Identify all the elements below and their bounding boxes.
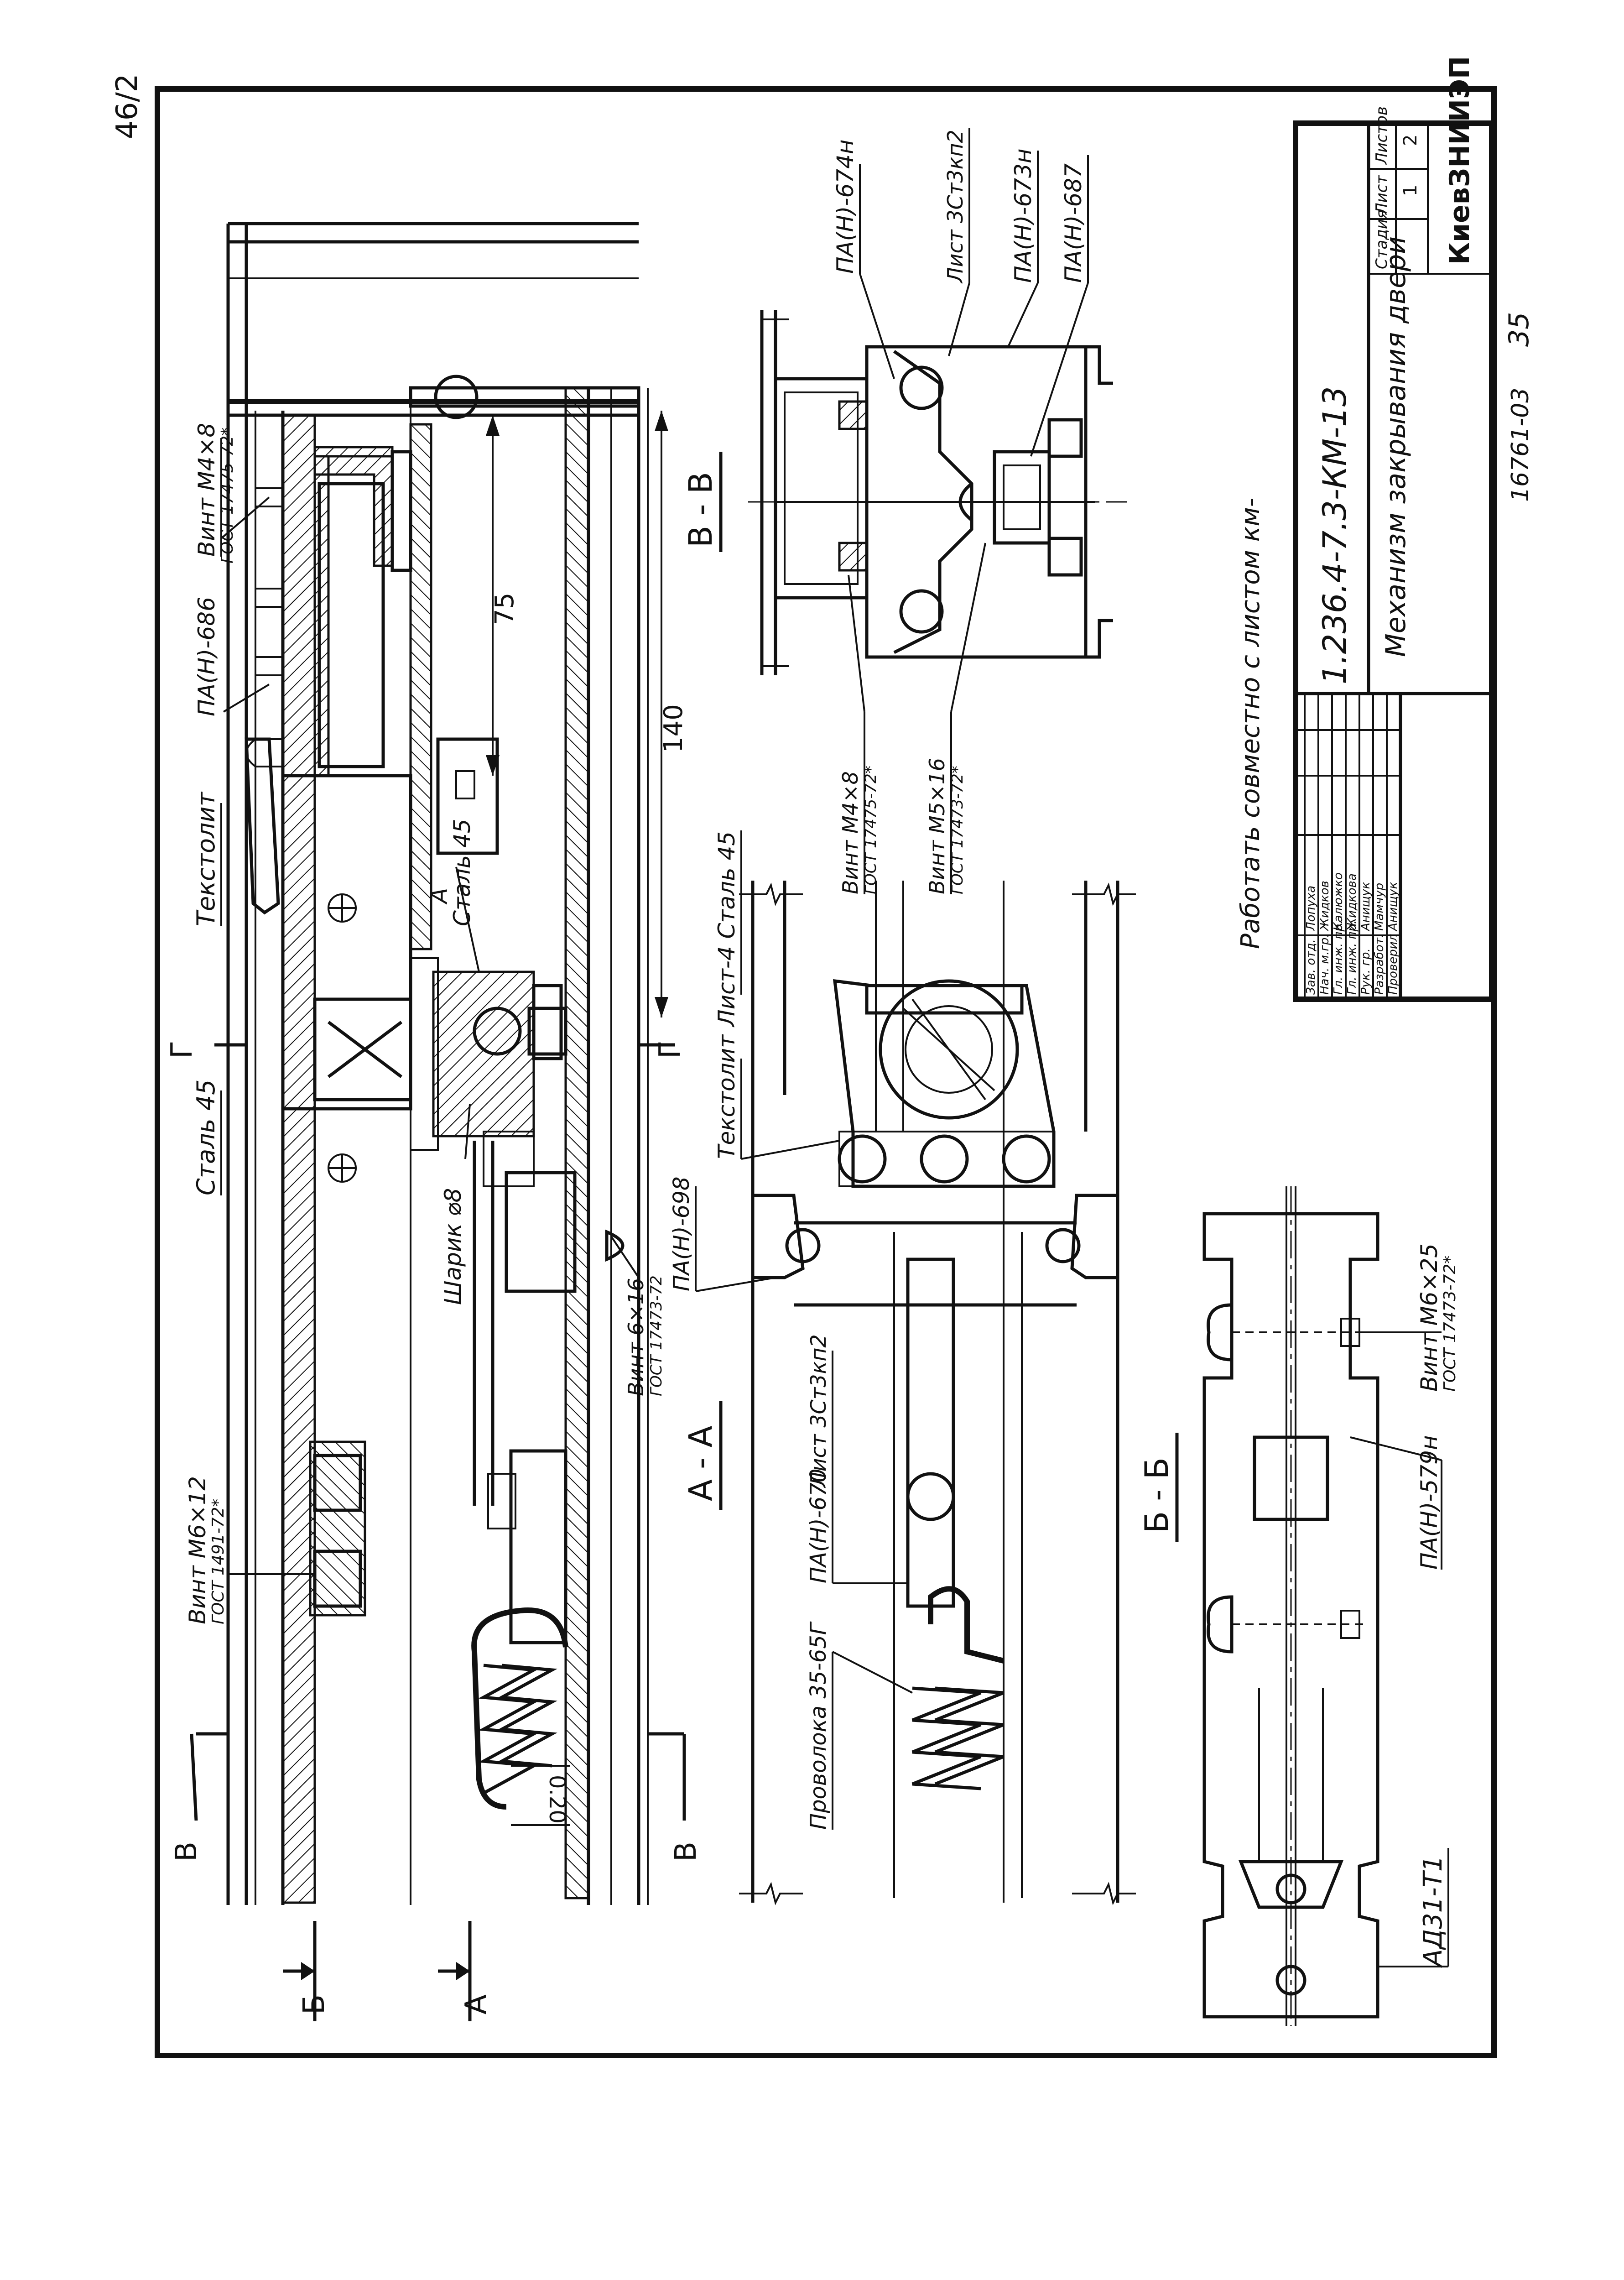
label-list4-stal45: Лист-4 Сталь 45 — [713, 831, 740, 1028]
svg-text:Мамчур: Мамчур — [1373, 883, 1386, 931]
svg-text:Б: Б — [297, 1994, 331, 2014]
svg-text:Зав. отд.: Зав. отд. — [1304, 939, 1318, 995]
label-tekstolit-2: Текстолит — [713, 1034, 740, 1159]
section-bb-title: Б - Б — [1138, 1457, 1176, 1533]
tb-doc-title: Механизм закрывания двери — [1380, 236, 1412, 657]
tb-col-sheets: Листов — [1373, 106, 1391, 165]
svg-text:В: В — [170, 1842, 203, 1862]
tb-doc-code: 1.236.4-7.3-КМ-13 — [1316, 386, 1353, 684]
label-pa-674: ПА(Н)-674н — [832, 139, 859, 274]
svg-text:Анищук: Анищук — [1386, 882, 1400, 932]
dim-020: 0.20 — [544, 1775, 570, 1824]
tb-org: КиевЗНИИЭП — [1444, 56, 1476, 265]
sheet-frame — [155, 86, 1497, 2058]
svg-text:Жидкова: Жидкова — [1345, 873, 1359, 932]
svg-text:Г: Г — [653, 1041, 687, 1059]
label-vint-m4x8-v: Винт М4×8 — [838, 771, 863, 894]
svg-text:Гл. инж. пр.: Гл. инж. пр. — [1332, 920, 1345, 995]
label-provoloka: Проволока 35-65Г — [806, 1621, 831, 1830]
svg-text:Нач. м.гр.: Нач. м.гр. — [1318, 934, 1332, 995]
page-mark: 46/2 — [110, 73, 144, 139]
link-detail: Винт М6×25 ГОСТ 17473-72* ПА(Н)-579н АД3… — [1202, 1186, 1459, 2026]
label-vint-6x16: Винт 6×16 — [624, 1278, 648, 1396]
tb-col-sheet: Лист — [1373, 175, 1391, 215]
svg-text:Жидков: Жидков — [1318, 881, 1332, 932]
dim-140: 140 — [659, 704, 688, 753]
dim-75: 75 — [490, 593, 520, 625]
section-vv-title: В - В — [682, 472, 719, 548]
svg-text:Анищук: Анищук — [1359, 882, 1373, 932]
svg-text:В: В — [669, 1842, 703, 1862]
svg-text:Лопуха: Лопуха — [1304, 886, 1318, 931]
label-stal45-1: Сталь 45 — [192, 1080, 220, 1195]
section-aa-title: А - А — [682, 1425, 719, 1501]
section-bb: Б - Б Лист-4 Сталь 45 Текстолит ПА(Н)-69… — [669, 830, 1179, 1905]
svg-text:ГОСТ 17473-72: ГОСТ 17473-72 — [647, 1275, 666, 1396]
label-list3: Лист 3Ст3кп2 — [806, 1334, 831, 1488]
label-ad31: АД31-Т1 — [1418, 1856, 1448, 1968]
svg-text:Сталь 45: Сталь 45 — [449, 819, 475, 926]
svg-text:Рук. гр.: Рук. гр. — [1359, 948, 1373, 995]
label-tekstolit-1: Текстолит — [192, 791, 220, 926]
side-note: Работать совместно с листом км- — [1236, 498, 1265, 949]
tb-val-sheet: 1 — [1400, 185, 1421, 196]
title-block: Стадия Лист Листов 1 2 КиевЗНИИЭП 1.236.… — [1293, 56, 1494, 1002]
svg-text:Г: Г — [165, 1041, 199, 1059]
label-sharik: Шарик ⌀8 — [440, 1188, 466, 1305]
svg-text:Разработ.: Разработ. — [1373, 934, 1386, 995]
label-vint-m6x25: Винт М6×25 — [1416, 1243, 1442, 1392]
svg-text:ГОСТ 17473-72*: ГОСТ 17473-72* — [1441, 1256, 1459, 1392]
label-vint-m6x12: Винт М6×12 — [184, 1476, 211, 1624]
svg-text:А: А — [459, 1994, 493, 2014]
label-pa-670: ПА(Н)-670 — [806, 1469, 831, 1583]
section-aa: Б А В В Г Г 75 140 0.20 А - А Винт М4×8 … — [165, 222, 723, 2021]
bottom-number: 16761-03 — [1507, 388, 1534, 502]
label-pa-687: ПА(Н)-687 — [1060, 163, 1087, 283]
bottom-page: 35 — [1503, 312, 1535, 347]
tb-col-stage: Стадия — [1373, 210, 1391, 269]
svg-text:Проверил: Проверил — [1386, 934, 1400, 995]
label-pa-686: ПА(Н)-686 — [193, 597, 220, 716]
label-vint-m4x8-top: Винт М4×8 — [193, 423, 220, 557]
svg-text:Гл. инж. пр.: Гл. инж. пр. — [1345, 920, 1359, 995]
label-pa-673: ПА(Н)-673н — [1010, 148, 1036, 283]
label-list3-v: Лист 3Ст3кп2 — [943, 130, 968, 284]
svg-text:Калюжко: Калюжко — [1332, 872, 1345, 931]
section-vv: В - В ПА(Н)-674н Лист 3Ст3кп2 ПА(Н)-673н… — [682, 128, 1127, 894]
label-a-stal45: А — [426, 888, 453, 905]
tb-val-sheets: 2 — [1400, 135, 1421, 146]
label-pa-698: ПА(Н)-698 — [669, 1177, 694, 1291]
svg-text:ГОСТ 1491-72*: ГОСТ 1491-72* — [209, 1499, 228, 1624]
label-vint-m5x16: Винт М5×16 — [925, 758, 949, 894]
